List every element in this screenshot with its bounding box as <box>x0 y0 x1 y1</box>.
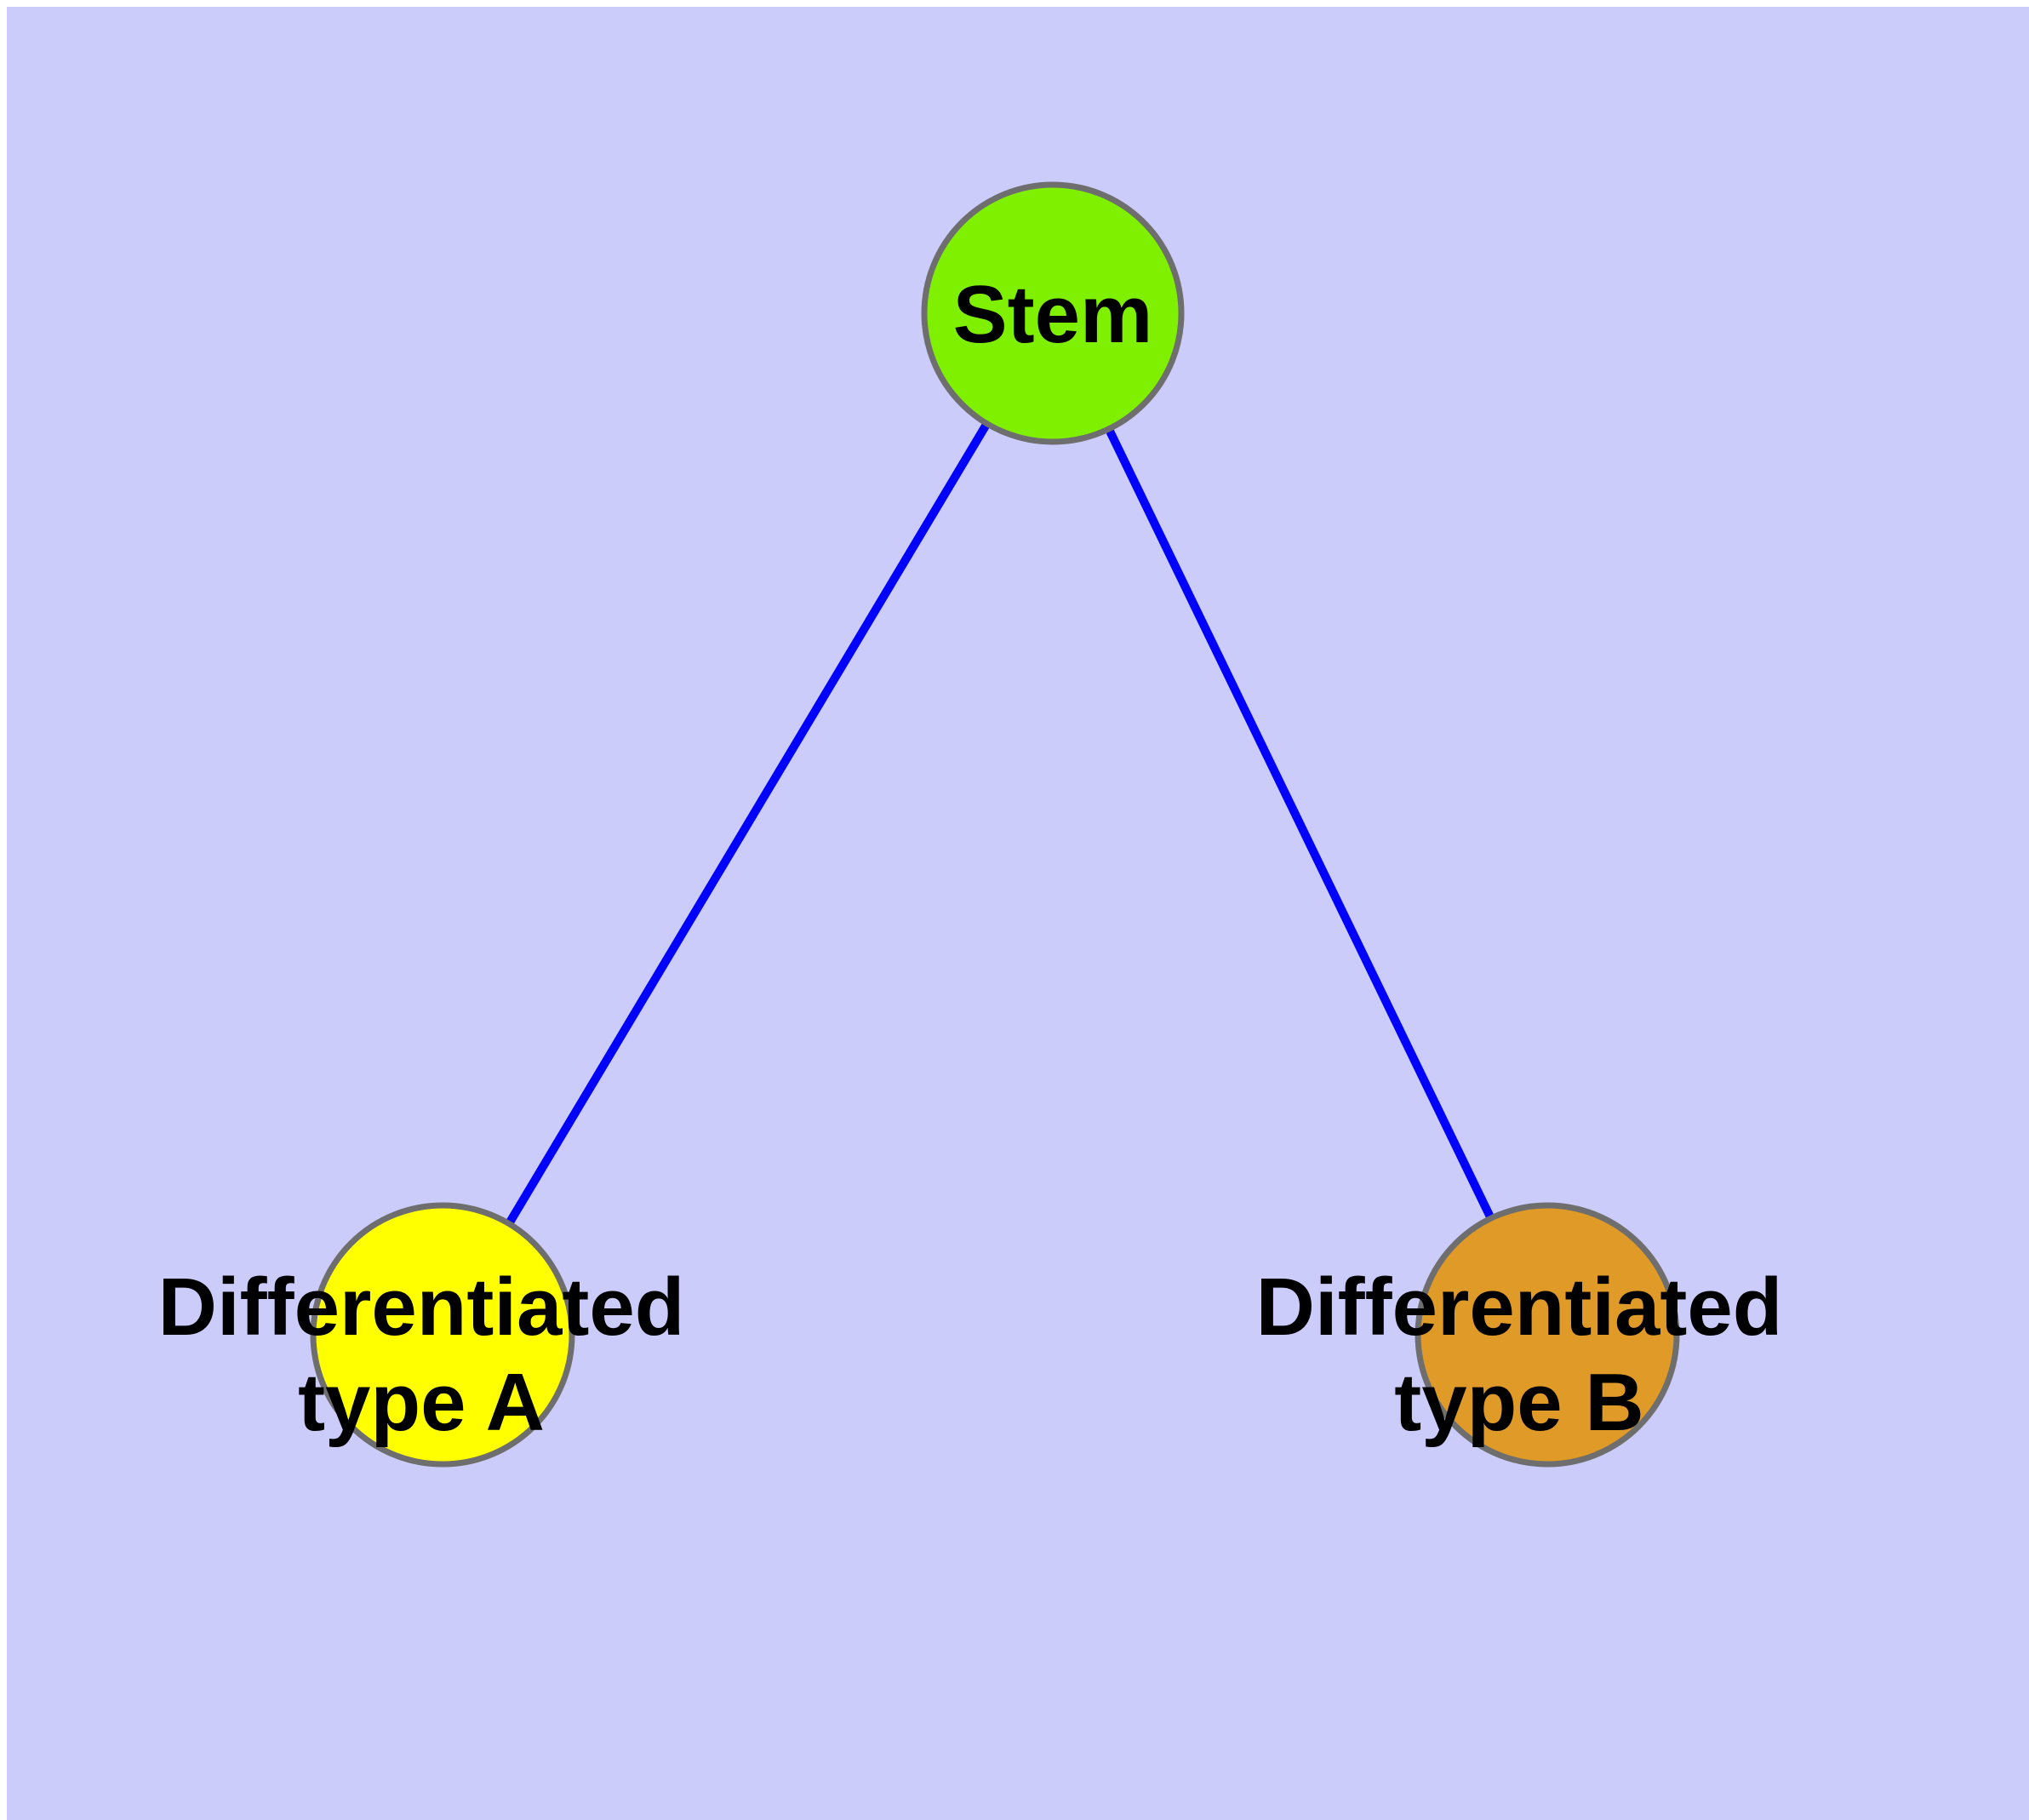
graph-node-label-line: Differentiated <box>1256 1262 1783 1353</box>
edges-layer <box>438 311 1552 1337</box>
graph-edge-stem-to-a <box>438 311 1057 1337</box>
graph-node-label-line: Stem <box>953 269 1153 360</box>
graph-node-label-line: type A <box>298 1357 545 1448</box>
graph-node-label-line: Differentiated <box>158 1262 685 1353</box>
graph-node-label-line: type B <box>1394 1357 1643 1448</box>
graph-node-stem[interactable] <box>921 181 1185 445</box>
graph-edge-stem-to-b <box>1049 311 1552 1337</box>
graph-node-diff_a[interactable] <box>310 1202 575 1468</box>
nodes-layer <box>310 181 1680 1468</box>
graph-node-diff_b[interactable] <box>1415 1202 1680 1468</box>
graph-node-label-stem: Stem <box>953 269 1153 360</box>
